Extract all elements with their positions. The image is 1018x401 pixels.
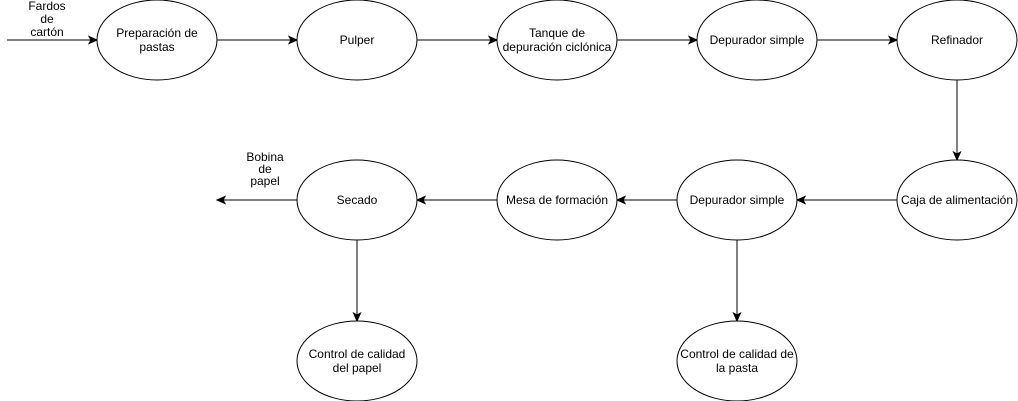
node-ellipse bbox=[696, 0, 818, 81]
node-label: Depurador simple bbox=[690, 193, 785, 207]
node-ellipse bbox=[296, 320, 418, 401]
node-label: Refinador bbox=[931, 33, 983, 47]
edge-input-to-preparacion bbox=[7, 35, 99, 45]
node-ellipse bbox=[496, 159, 618, 241]
node-ellipse bbox=[896, 159, 1018, 241]
node-depurador2: Depurador simple bbox=[676, 159, 798, 241]
arrowhead-icon bbox=[952, 150, 962, 162]
edges-layer bbox=[7, 35, 962, 323]
arrowhead-icon bbox=[687, 35, 699, 45]
external-label-text: papel bbox=[250, 174, 279, 188]
arrowhead-icon bbox=[215, 195, 227, 205]
node-label: Tanque de bbox=[529, 26, 585, 40]
external-label-text: cartón bbox=[30, 25, 63, 39]
external-label-text: de bbox=[40, 12, 54, 26]
edge-depurador1-to-refinador bbox=[817, 35, 899, 45]
node-ellipse bbox=[676, 320, 798, 401]
edge-secado-to-output bbox=[215, 195, 297, 205]
node-pulper: Pulper bbox=[296, 0, 418, 81]
node-label: la pasta bbox=[716, 361, 758, 375]
edge-depurador2-to-mesa bbox=[615, 195, 677, 205]
node-refinador: Refinador bbox=[896, 0, 1018, 81]
arrowhead-icon bbox=[795, 195, 807, 205]
node-ellipse bbox=[296, 0, 418, 81]
node-label: Depurador simple bbox=[710, 33, 805, 47]
arrowhead-icon bbox=[287, 35, 299, 45]
node-label: Mesa de formación bbox=[506, 193, 608, 207]
external-label-text: de bbox=[258, 162, 272, 176]
edge-mesa-to-secado bbox=[415, 195, 497, 205]
arrowhead-icon bbox=[87, 35, 99, 45]
node-ellipse bbox=[296, 159, 418, 241]
node-label: del papel bbox=[333, 361, 382, 375]
node-label: Caja de alimentación bbox=[901, 193, 1013, 207]
arrowhead-icon bbox=[352, 311, 362, 323]
node-label: Secado bbox=[337, 193, 378, 207]
edge-refinador-to-caja bbox=[952, 80, 962, 162]
edge-caja-to-depurador2 bbox=[795, 195, 897, 205]
arrowhead-icon bbox=[732, 311, 742, 323]
node-depurador1: Depurador simple bbox=[696, 0, 818, 81]
edge-preparacion-to-pulper bbox=[217, 35, 299, 45]
external-label-text: Bobina bbox=[246, 150, 284, 164]
node-ellipse bbox=[676, 159, 798, 241]
node-label: Pulper bbox=[340, 33, 375, 47]
node-label: Control de calidad de bbox=[680, 347, 794, 361]
node-ellipse bbox=[496, 0, 618, 81]
node-ellipse bbox=[896, 0, 1018, 81]
node-label: Preparación de bbox=[116, 26, 198, 40]
external-label-text: Fardos bbox=[28, 0, 65, 13]
edge-depurador2-to-control_pasta bbox=[732, 240, 742, 323]
arrowhead-icon bbox=[487, 35, 499, 45]
edge-pulper-to-tanque bbox=[417, 35, 499, 45]
node-mesa: Mesa de formación bbox=[496, 159, 618, 241]
arrowhead-icon bbox=[887, 35, 899, 45]
node-caja: Caja de alimentación bbox=[896, 159, 1018, 241]
arrowhead-icon bbox=[415, 195, 427, 205]
node-label: pastas bbox=[139, 40, 174, 54]
node-ellipse bbox=[96, 0, 218, 81]
arrowhead-icon bbox=[615, 195, 627, 205]
node-label: depuración ciclónica bbox=[503, 40, 612, 54]
node-secado: Secado bbox=[296, 159, 418, 241]
node-label: Control de calidad bbox=[309, 347, 406, 361]
edge-tanque-to-depurador1 bbox=[617, 35, 699, 45]
edge-secado-to-control_papel bbox=[352, 240, 362, 323]
